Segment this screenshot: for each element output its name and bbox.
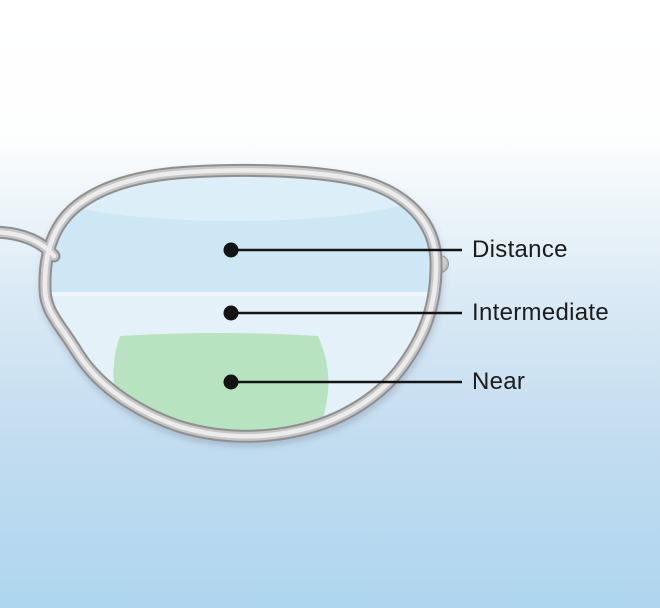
label-near: Near (472, 368, 526, 395)
label-intermediate: Intermediate (472, 299, 610, 326)
zone-divider (44, 292, 437, 296)
eyeglass-frame (0, 163, 443, 443)
callouts (223, 242, 462, 390)
callout-dot-distance (223, 242, 239, 258)
callout-dot-intermediate (223, 305, 239, 321)
frame-rim-highlight (42, 168, 439, 439)
label-distance: Distance (472, 236, 568, 263)
callout-dot-near (223, 374, 239, 390)
